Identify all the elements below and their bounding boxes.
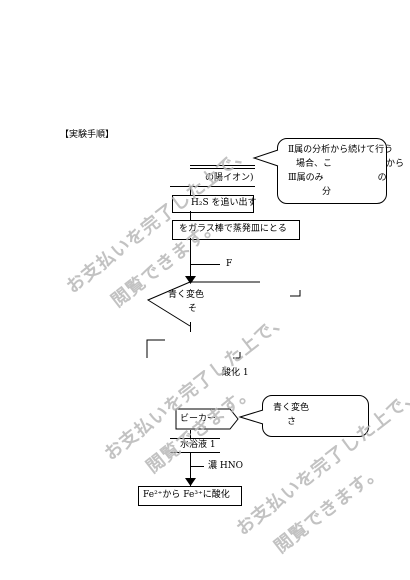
- flow-step-2-label: H₂S を追い出す: [191, 198, 257, 208]
- flow-step-4-frame: [146, 339, 241, 359]
- decision-text: 青く変色: [168, 290, 205, 300]
- reagent-label: F: [226, 259, 233, 269]
- flow-final-label: Fe²⁺から Fe³⁺に酸化: [143, 490, 230, 500]
- flow-step-1: の陽イオン): [205, 173, 254, 183]
- arrow-down-icon: [185, 478, 196, 486]
- callout-line: 分: [322, 187, 332, 197]
- decision-diamond: [146, 281, 301, 327]
- beaker-label: ビーカー: [180, 414, 217, 424]
- flow-step-2: H₂S を追い出す: [172, 195, 257, 213]
- flow-step-4: 酸化 1: [222, 368, 249, 378]
- decision-text: そ: [188, 304, 198, 314]
- callout-line: 青く変色: [273, 403, 310, 413]
- flow-step-3: をガラス棒で蒸発皿にとる: [172, 220, 300, 240]
- section-heading: 【実験手順】: [60, 130, 115, 140]
- callout-note-1: Ⅱ属の分析から続けて行う 場合、こ から Ⅲ属のみ の 分: [277, 138, 404, 204]
- callout-line: 場合、こ から: [296, 159, 405, 169]
- beaker-shape: [175, 408, 239, 430]
- callout-pointer: [238, 409, 264, 425]
- arrow-down-icon: [185, 276, 196, 284]
- flow-final-step: Fe²⁺から Fe³⁺に酸化: [138, 486, 242, 506]
- callout-note-2: 青く変色 さ: [262, 395, 369, 437]
- reagent-label: 濃 HNO: [208, 461, 243, 471]
- callout-pointer: [252, 149, 279, 167]
- water-bath-label: 水浴液 1: [180, 440, 216, 450]
- callout-line: さ: [287, 417, 297, 427]
- callout-line: Ⅱ属の分析から続けて行う: [288, 145, 394, 155]
- callout-line: Ⅲ属のみ の: [288, 173, 387, 183]
- flow-step-3-label: をガラス棒で蒸発皿にとる: [179, 224, 287, 234]
